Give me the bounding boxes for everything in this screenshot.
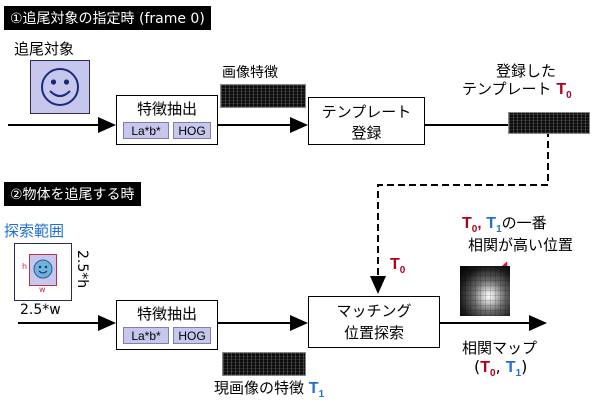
template-register-box: テンプレート 登録 [308, 97, 425, 145]
section2-title: ②物体を追尾する時 [4, 182, 141, 206]
target-window [29, 254, 57, 286]
template-box-line1: テンプレート [321, 103, 412, 121]
current-features-label: 現画像の特徴 T1 [214, 379, 325, 401]
matching-box: マッチング 位置探索 [308, 296, 440, 348]
correlation-map-image [460, 266, 510, 316]
current-feature-image [222, 352, 306, 376]
corr-map-label: 相関マップ [462, 339, 538, 357]
extract-title-2: 特徴抽出 [136, 305, 197, 323]
peak-label-line2: 相関が高い位置 [468, 236, 574, 254]
h-label: h [22, 262, 28, 271]
registered-template-image [508, 112, 590, 134]
matching-line2: 位置探索 [343, 324, 404, 342]
peak-label-line1: T0, T1の一番 [462, 214, 547, 236]
lab-chip: La*b* [123, 122, 169, 139]
hog-chip-2: HOG [173, 327, 211, 344]
section1-title: ①追尾対象の指定時 (frame 0) [4, 6, 211, 30]
image-features-label: 画像特徴 [222, 65, 278, 81]
feature-extraction-box-top: 特徴抽出 La*b* HOG [116, 95, 218, 145]
target-label: 追尾対象 [14, 40, 75, 58]
t0-feed-label: T0 [390, 256, 406, 277]
extract-title: 特徴抽出 [136, 100, 197, 118]
registered-line1: 登録した [496, 62, 557, 80]
registered-line2: テンプレート T0 [462, 80, 572, 102]
small-smiley-icon [33, 259, 53, 279]
target-image [30, 60, 90, 114]
hog-chip: HOG [173, 122, 211, 139]
corr-map-symbols: (T0, T1) [474, 357, 528, 380]
matching-line1: マッチング [336, 302, 412, 320]
search-region: h w [14, 243, 72, 301]
search-range-label: 探索範囲 [4, 222, 65, 240]
dim-height-label: 2.5*h [74, 250, 90, 289]
w-label: w [39, 285, 46, 294]
feature-extraction-box-bottom: 特徴抽出 La*b* HOG [116, 300, 218, 350]
correlation-map-grid [460, 266, 510, 316]
feature-map-image [220, 84, 306, 108]
dim-width-label: 2.5*w [20, 302, 61, 318]
smiley-face-icon [41, 68, 79, 106]
dashed-template-feedback [370, 130, 549, 294]
lab-chip-2: La*b* [123, 327, 169, 344]
template-box-line2: 登録 [351, 124, 382, 142]
